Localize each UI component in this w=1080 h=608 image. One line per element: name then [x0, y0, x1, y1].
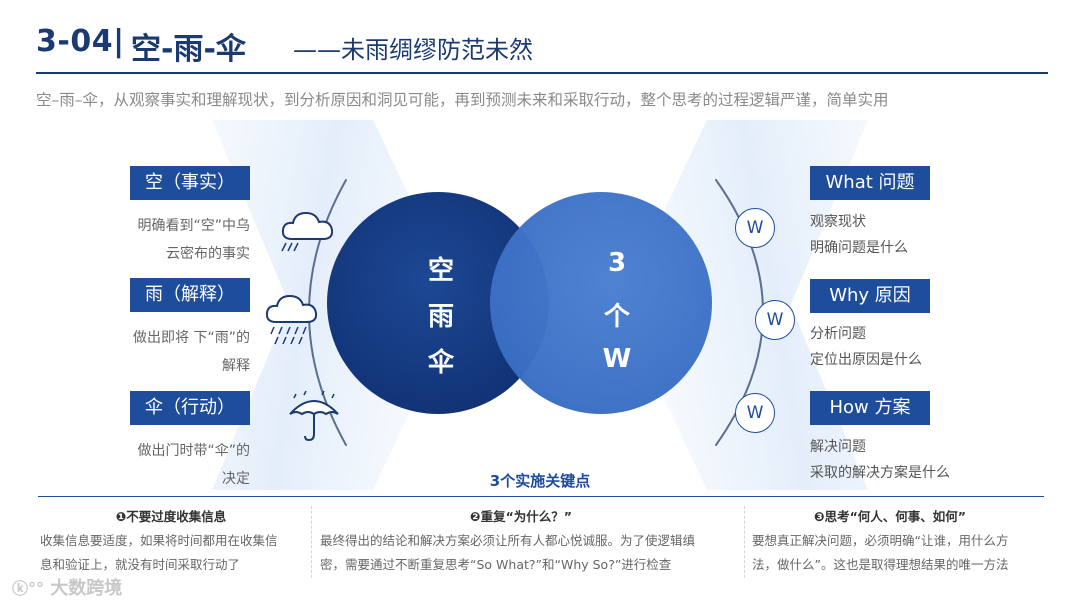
- why-desc-line2: 定位出原因是什么: [810, 352, 922, 368]
- key-point-2-title: ❷重复“为什么？”: [470, 509, 573, 524]
- key-point-3-body: 要想真正解决问题，必须明确“让谁，用什么方 法，做什么”。这也是取得理想结果的唯…: [752, 529, 1042, 577]
- key-point-separator-2: [744, 506, 745, 578]
- key-point-2: ❷重复“为什么？” 最终得出的结论和解决方案必须让所有人都心悦诚服。为了使逻辑缜…: [320, 506, 736, 577]
- circle-right-line1: 3: [607, 248, 627, 278]
- section-code: 3-04|: [36, 24, 125, 59]
- circle-right-line3: W: [602, 344, 632, 374]
- cloud-icon: [281, 211, 334, 252]
- circle-right-line2: 个: [603, 302, 630, 332]
- circle-3w: [490, 192, 712, 414]
- tag-how: How 方案: [810, 391, 930, 425]
- key-point-3-line2: 法，做什么”。这也是取得理想结果的唯一方法: [752, 557, 1009, 572]
- key-point-2-line1: 最终得出的结论和解决方案必须让所有人都心悦诚服。为了使逻辑缜: [320, 533, 696, 548]
- key-point-3-line1: 要想真正解决问题，必须明确“让谁，用什么方: [752, 533, 1009, 548]
- title-divider: [36, 72, 1048, 74]
- rain-cloud-icon: [265, 294, 318, 345]
- yu-desc: 做出即将 下“雨”的 解释: [115, 324, 250, 380]
- tag-what: What 问题: [810, 166, 930, 200]
- key-point-1-title: ❶不要过度收集信息: [115, 509, 227, 524]
- watermark-logo-icon: ⓚ°°: [12, 579, 45, 598]
- w-badge-what: W: [735, 208, 775, 248]
- tag-yu: 雨（解释）: [130, 278, 250, 312]
- page-subtitle: ——未雨绸缪防范未然: [293, 36, 533, 64]
- key-point-2-line2: 密，需要通过不断重复思考“So What?”和“Why So?”进行检查: [320, 557, 672, 572]
- kong-desc-line2: 云密布的事实: [166, 246, 250, 262]
- tag-kong: 空（事实）: [130, 166, 250, 200]
- key-point-1: ❶不要过度收集信息 收集信息要适度，如果将时间都用在收集信 息和验证上，就没有时…: [40, 506, 302, 577]
- key-point-1-line1: 收集信息要适度，如果将时间都用在收集信: [40, 533, 278, 548]
- how-desc: 解决问题 采取的解决方案是什么: [810, 434, 950, 486]
- key-point-3-title: ❸思考“何人、何事、如何”: [814, 509, 967, 524]
- kong-desc-line1: 明确看到“空”中乌: [137, 218, 250, 234]
- circle-left-line2: 雨: [427, 302, 454, 332]
- kong-desc: 明确看到“空”中乌 云密布的事实: [115, 212, 250, 268]
- tag-san: 伞（行动）: [130, 391, 250, 425]
- umbrella-icon: [289, 390, 339, 442]
- how-desc-line2: 采取的解决方案是什么: [810, 465, 950, 481]
- key-point-2-body: 最终得出的结论和解决方案必须让所有人都心悦诚服。为了使逻辑缜 密，需要通过不断重…: [320, 529, 736, 577]
- what-desc-line1: 观察现状: [810, 214, 866, 230]
- key-point-1-body: 收集信息要适度，如果将时间都用在收集信 息和验证上，就没有时间采取行动了: [40, 529, 302, 577]
- why-desc-line1: 分析问题: [810, 326, 866, 342]
- san-desc-line2: 决定: [222, 471, 250, 487]
- san-desc-line1: 做出门时带“伞”的: [137, 443, 250, 459]
- w-badge-how: W: [735, 393, 775, 433]
- page-title: 空-雨-伞: [131, 32, 246, 67]
- why-desc: 分析问题 定位出原因是什么: [810, 321, 922, 373]
- watermark-text: 大数跨境: [50, 578, 123, 599]
- how-desc-line1: 解决问题: [810, 439, 866, 455]
- key-points-divider: [38, 496, 1044, 497]
- what-desc: 观察现状 明确问题是什么: [810, 209, 908, 261]
- what-desc-line2: 明确问题是什么: [810, 240, 908, 256]
- tag-why: Why 原因: [810, 279, 930, 313]
- watermark: ⓚ°° 大数跨境: [12, 574, 122, 600]
- key-point-1-line2: 息和验证上，就没有时间采取行动了: [40, 557, 241, 572]
- page-description: 空–雨–伞，从观察事实和理解现状，到分析原因和洞见可能，再到预测未来和采取行动，…: [36, 91, 889, 109]
- circle-left-line1: 空: [427, 256, 454, 286]
- san-desc: 做出门时带“伞”的 决定: [115, 437, 250, 493]
- circle-left-line3: 伞: [427, 348, 454, 378]
- w-badge-why: W: [755, 300, 795, 340]
- key-points-title: 3个实施关键点: [489, 472, 591, 490]
- yu-desc-line2: 解释: [222, 358, 250, 374]
- key-point-3: ❸思考“何人、何事、如何” 要想真正解决问题，必须明确“让谁，用什么方 法，做什…: [752, 506, 1042, 577]
- key-point-separator-1: [311, 506, 312, 578]
- yu-desc-line1: 做出即将 下“雨”的: [133, 330, 250, 346]
